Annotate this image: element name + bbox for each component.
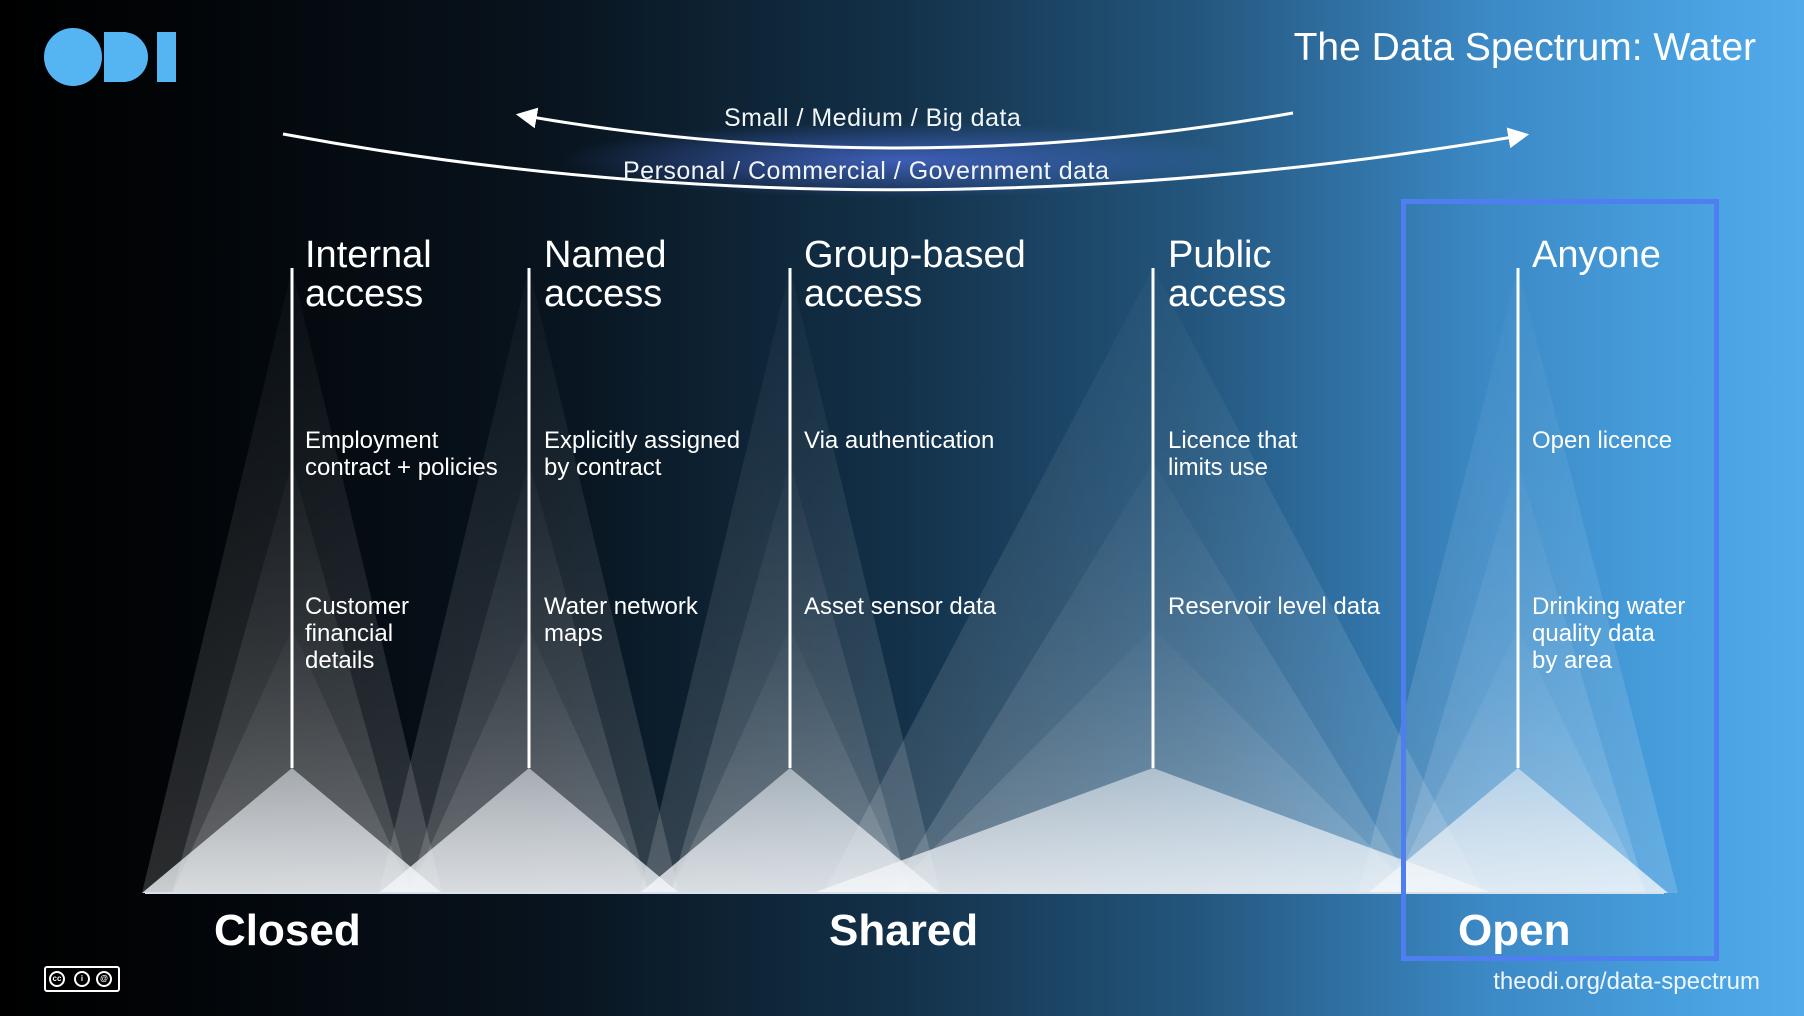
- public-access-heading-line: access: [1168, 273, 1287, 316]
- odi-logo: [44, 26, 184, 91]
- named-access-heading-line: access: [544, 273, 663, 316]
- public-access-heading-line: Public: [1168, 234, 1272, 276]
- access-mound: [1368, 768, 1668, 893]
- anyone-heading-line: Anyone: [1532, 234, 1661, 276]
- access-mound: [640, 768, 940, 893]
- cc-by-sa-icon: cc i @: [44, 966, 120, 992]
- public-access-mechanism-line: limits use: [1168, 453, 1269, 481]
- internal-access-mechanism-line: contract + policies: [305, 453, 498, 481]
- closed-label: Closed: [214, 906, 361, 955]
- open-highlight-box: [1401, 199, 1719, 961]
- internal-access-heading-line: Internal: [305, 234, 432, 276]
- internal-access-example-line: details: [305, 646, 375, 674]
- open-label: Open: [1458, 906, 1571, 955]
- anyone-example-line: quality data: [1532, 619, 1655, 647]
- group-based-access-mechanism: Via authentication: [804, 427, 995, 455]
- access-mound: [813, 768, 1493, 893]
- public-access-example-line: Reservoir level data: [1168, 593, 1381, 620]
- group-based-access-heading-line: access: [804, 273, 923, 316]
- named-access-example-line: maps: [544, 619, 603, 647]
- public-access-mechanism-line: Licence that: [1168, 427, 1298, 454]
- size-arrow: [515, 107, 1294, 150]
- slide-title: The Data Spectrum: Water: [1293, 26, 1756, 69]
- data-ownership-label: Personal / Commercial / Government data: [623, 157, 1110, 185]
- anyone-mechanism: Open licence: [1532, 427, 1673, 455]
- data-size-label: Small / Medium / Big data: [724, 104, 1022, 132]
- anyone-example-line: Drinking water: [1532, 593, 1686, 620]
- internal-access-example-line: financial: [305, 619, 394, 647]
- internal-access-heading-line: access: [305, 273, 424, 316]
- shared-label: Shared: [829, 906, 979, 955]
- named-access-mechanism-line: by contract: [544, 453, 662, 481]
- group-based-access-heading-line: Group-based: [804, 234, 1026, 276]
- ownership-arrow: [282, 127, 1530, 192]
- anyone-example-line: by area: [1532, 646, 1613, 674]
- anyone-mechanism-line: Open licence: [1532, 427, 1673, 454]
- group-based-access-mechanism-line: Via authentication: [804, 427, 995, 454]
- group-based-access-example-line: Asset sensor data: [804, 593, 997, 620]
- internal-access-mechanism-line: Employment: [305, 427, 439, 454]
- access-mound: [142, 768, 442, 893]
- public-access-example: Reservoir level data: [1168, 593, 1381, 621]
- access-mound: [379, 768, 679, 893]
- named-access-example-line: Water network: [544, 593, 698, 620]
- internal-access-example-line: Customer: [305, 593, 410, 620]
- source-url[interactable]: theodi.org/data-spectrum: [1493, 968, 1760, 995]
- group-based-access-example: Asset sensor data: [804, 593, 997, 621]
- anyone-heading: Anyone: [1532, 234, 1661, 276]
- named-access-mechanism-line: Explicitly assigned: [544, 427, 741, 454]
- named-access-heading-line: Named: [544, 234, 667, 276]
